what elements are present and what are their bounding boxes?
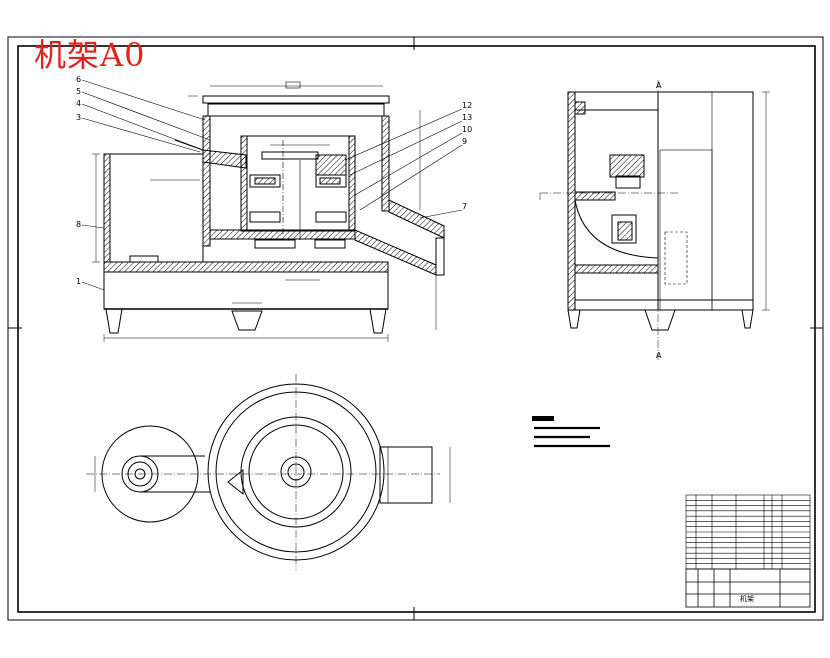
sheet-border [7, 36, 824, 621]
drawing-name: 机架 [740, 594, 754, 603]
part-label: 8 [76, 220, 81, 229]
part-label: 6 [76, 75, 81, 84]
part-label: 3 [76, 113, 81, 122]
part-label: 9 [462, 137, 467, 146]
part-label: 13 [462, 113, 472, 122]
part-label: 1 [76, 277, 81, 286]
parts-list [685, 494, 811, 570]
front-view-part-labels: 6 5 4 3 8 1 12 13 10 9 7 [76, 75, 472, 286]
title-block [685, 568, 811, 608]
front-view [81, 79, 463, 342]
part-label: 12 [462, 101, 472, 110]
technical-requirements [532, 416, 610, 448]
drawing-stamp: 机架A0 [34, 36, 146, 74]
section-mark: A [656, 81, 662, 90]
tech-title-mark [532, 416, 554, 421]
part-label: 5 [76, 87, 81, 96]
top-view [86, 374, 451, 570]
side-view [539, 80, 770, 360]
section-mark: A [656, 351, 662, 360]
part-label: 4 [76, 99, 81, 108]
part-label: 7 [462, 202, 467, 211]
section-marks: A A [656, 81, 662, 360]
part-label: 10 [462, 125, 472, 134]
